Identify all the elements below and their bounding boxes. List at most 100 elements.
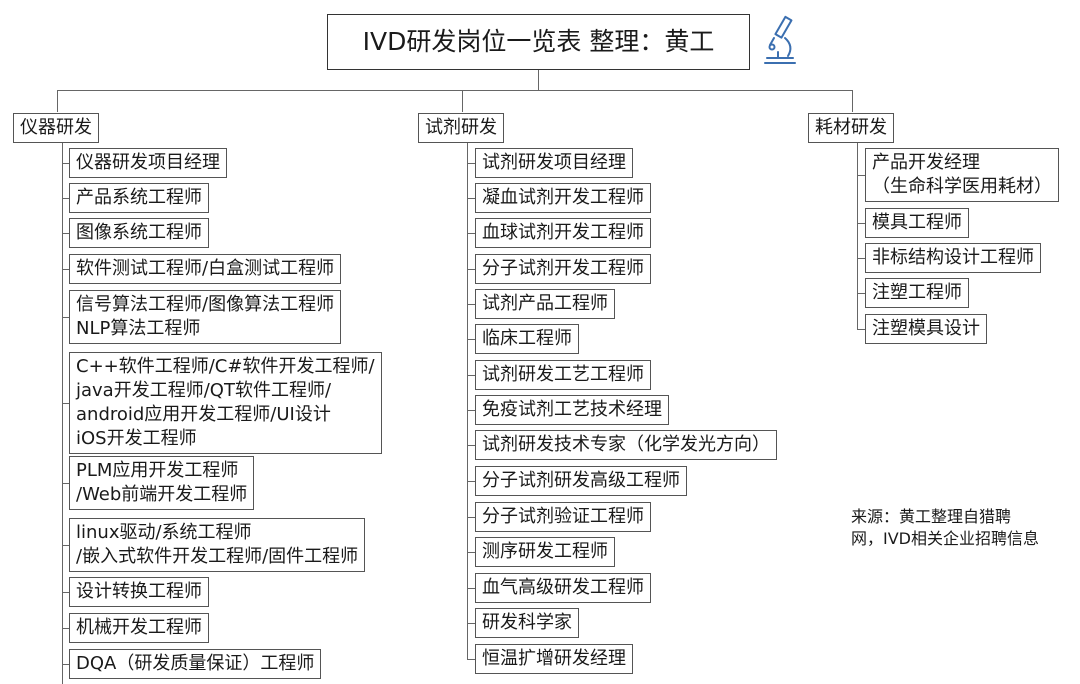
branch-line <box>857 258 865 259</box>
category-spine <box>62 143 63 684</box>
branch-line <box>62 198 69 199</box>
role-label: 产品系统工程师 <box>76 187 202 208</box>
branch-line <box>857 223 865 224</box>
branch-line <box>62 628 69 629</box>
role-label: 试剂研发工艺工程师 <box>482 364 644 385</box>
role-label: java开发工程师/QT软件工程师/ <box>76 380 332 401</box>
branch-line <box>857 329 865 330</box>
role-box: 模具工程师 <box>865 208 969 238</box>
role-label: PLM应用开发工程师 <box>76 460 239 481</box>
role-box: 试剂研发项目经理 <box>475 148 633 178</box>
top-bus <box>57 90 853 91</box>
role-label: 图像系统工程师 <box>76 222 202 243</box>
role-label: /嵌入式软件开发工程师/固件工程师 <box>76 546 359 567</box>
branch-line <box>62 317 69 318</box>
role-box: 研发科学家 <box>475 608 579 638</box>
source-line: 来源：黄工整理自猎聘 <box>851 507 1012 526</box>
category-3: 耗材研发 <box>808 113 894 143</box>
source-note: 来源：黄工整理自猎聘 网，IVD相关企业招聘信息 <box>851 506 1039 550</box>
role-box: 免疫试剂工艺技术经理 <box>475 395 669 425</box>
role-box: 恒温扩增研发经理 <box>475 644 633 674</box>
role-box: 分子试剂开发工程师 <box>475 254 651 284</box>
category-spine <box>467 143 468 659</box>
branch-line <box>467 233 475 234</box>
role-box: 信号算法工程师/图像算法工程师 NLP算法工程师 <box>69 290 342 344</box>
branch-line <box>467 198 475 199</box>
role-label: 试剂研发项目经理 <box>482 152 626 173</box>
role-box: 机械开发工程师 <box>69 613 209 643</box>
branch-line <box>467 588 475 589</box>
role-box: 注塑工程师 <box>865 278 969 308</box>
role-box: 软件测试工程师/白盒测试工程师 <box>69 254 342 284</box>
role-label: 机械开发工程师 <box>76 617 202 638</box>
branch-line <box>62 592 69 593</box>
role-box: 凝血试剂开发工程师 <box>475 183 651 213</box>
role-box: 图像系统工程师 <box>69 218 209 248</box>
role-box: 产品系统工程师 <box>69 183 209 213</box>
role-label: linux驱动/系统工程师 <box>76 522 252 543</box>
branch-line <box>62 269 69 270</box>
role-box: 分子试剂研发高级工程师 <box>475 466 687 496</box>
title-connector <box>538 70 539 90</box>
branch-line <box>467 410 475 411</box>
microscope-icon <box>764 15 796 64</box>
role-label: 信号算法工程师/图像算法工程师 <box>76 294 335 315</box>
branch-line <box>467 659 475 660</box>
branch-line <box>62 545 69 546</box>
role-label: 研发科学家 <box>482 612 572 633</box>
role-label: /Web前端开发工程师 <box>76 484 248 505</box>
role-box: PLM应用开发工程师/Web前端开发工程师 <box>69 456 255 510</box>
role-box: 产品开发经理 （生命科学医用耗材） <box>865 148 1059 202</box>
role-box: 血球试剂开发工程师 <box>475 218 651 248</box>
role-label: android应用开发工程师/UI设计 <box>76 404 331 425</box>
role-box: C++软件工程师/C#软件开发工程师/java开发工程师/QT软件工程师/and… <box>69 352 382 454</box>
role-box: 临床工程师 <box>475 324 579 354</box>
branch-line <box>62 483 69 484</box>
role-label: 测序研发工程师 <box>482 541 608 562</box>
branch-line <box>857 175 865 176</box>
role-label: 分子试剂开发工程师 <box>482 258 644 279</box>
role-label: 分子试剂验证工程师 <box>482 506 644 527</box>
branch-line <box>62 403 69 404</box>
source-line: 网，IVD相关企业招聘信息 <box>851 529 1039 548</box>
role-box: 仪器研发项目经理 <box>69 148 227 178</box>
page-title: IVD研发岗位一览表 整理：黄工 <box>327 14 750 70</box>
role-label: 血气高级研发工程师 <box>482 577 644 598</box>
role-label: 分子试剂研发高级工程师 <box>482 470 680 491</box>
role-label: 产品开发经理 <box>872 152 980 173</box>
role-label: 试剂研发技术专家（化学发光方向） <box>482 434 770 455</box>
role-label: NLP算法工程师 <box>76 318 201 339</box>
branch-line <box>467 517 475 518</box>
branch-line <box>467 269 475 270</box>
role-box: 试剂产品工程师 <box>475 289 615 319</box>
branch-line <box>62 163 69 164</box>
category-2: 试剂研发 <box>418 113 504 143</box>
role-label: 模具工程师 <box>872 212 962 233</box>
role-box: 血气高级研发工程师 <box>475 573 651 603</box>
role-label: （生命科学医用耗材） <box>872 176 1052 197</box>
branch-line <box>857 293 865 294</box>
role-label: 临床工程师 <box>482 328 572 349</box>
role-label: 仪器研发项目经理 <box>76 152 220 173</box>
branch-line <box>62 664 69 665</box>
role-box: 非标结构设计工程师 <box>865 243 1041 273</box>
role-label: 恒温扩增研发经理 <box>482 648 626 669</box>
role-label: C++软件工程师/C#软件开发工程师/ <box>76 356 375 377</box>
role-label: 免疫试剂工艺技术经理 <box>482 399 662 420</box>
role-box: 分子试剂验证工程师 <box>475 502 651 532</box>
role-label: 软件测试工程师/白盒测试工程师 <box>76 258 335 279</box>
category-1: 仪器研发 <box>13 113 99 143</box>
role-box: linux驱动/系统工程师/嵌入式软件开发工程师/固件工程师 <box>69 518 366 572</box>
branch-line <box>467 304 475 305</box>
role-box: 设计转换工程师 <box>69 577 209 607</box>
bus-drop-1 <box>57 90 58 112</box>
role-label: 设计转换工程师 <box>76 581 202 602</box>
branch-line <box>467 445 475 446</box>
role-label: DQA（研发质量保证）工程师 <box>76 653 315 674</box>
role-box: 测序研发工程师 <box>475 537 615 567</box>
branch-line <box>467 339 475 340</box>
role-label: 试剂产品工程师 <box>482 293 608 314</box>
bus-drop-2 <box>462 90 463 112</box>
role-label: 血球试剂开发工程师 <box>482 222 644 243</box>
role-box: 试剂研发工艺工程师 <box>475 360 651 390</box>
